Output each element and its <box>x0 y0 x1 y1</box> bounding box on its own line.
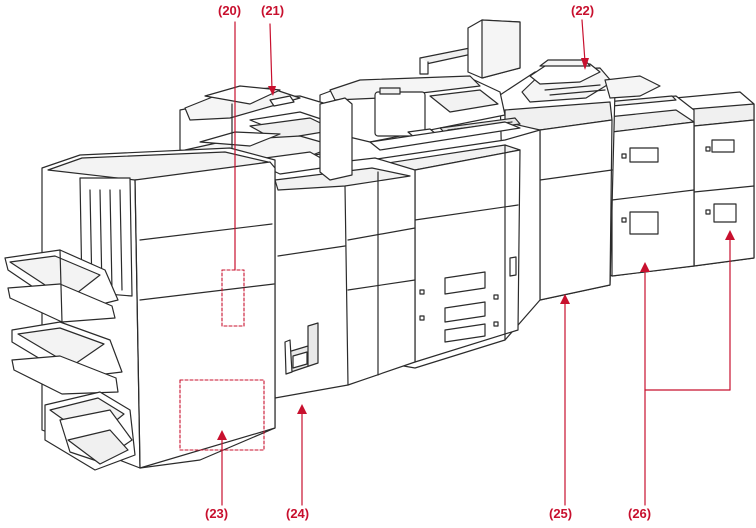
callout-25: (25) <box>549 506 573 521</box>
large-capacity-tray-unit-left <box>597 95 695 277</box>
middle-modules <box>269 157 416 399</box>
finisher-output-trays <box>4 249 136 471</box>
callout-24: (24) <box>286 506 310 521</box>
callout-26: (26) <box>628 506 652 521</box>
callout-23: (23) <box>205 506 229 521</box>
callout-21: (21) <box>261 3 285 18</box>
callout-20: (20) <box>218 3 242 18</box>
callout-22: (22) <box>571 3 595 18</box>
callout-leaders <box>217 19 735 506</box>
